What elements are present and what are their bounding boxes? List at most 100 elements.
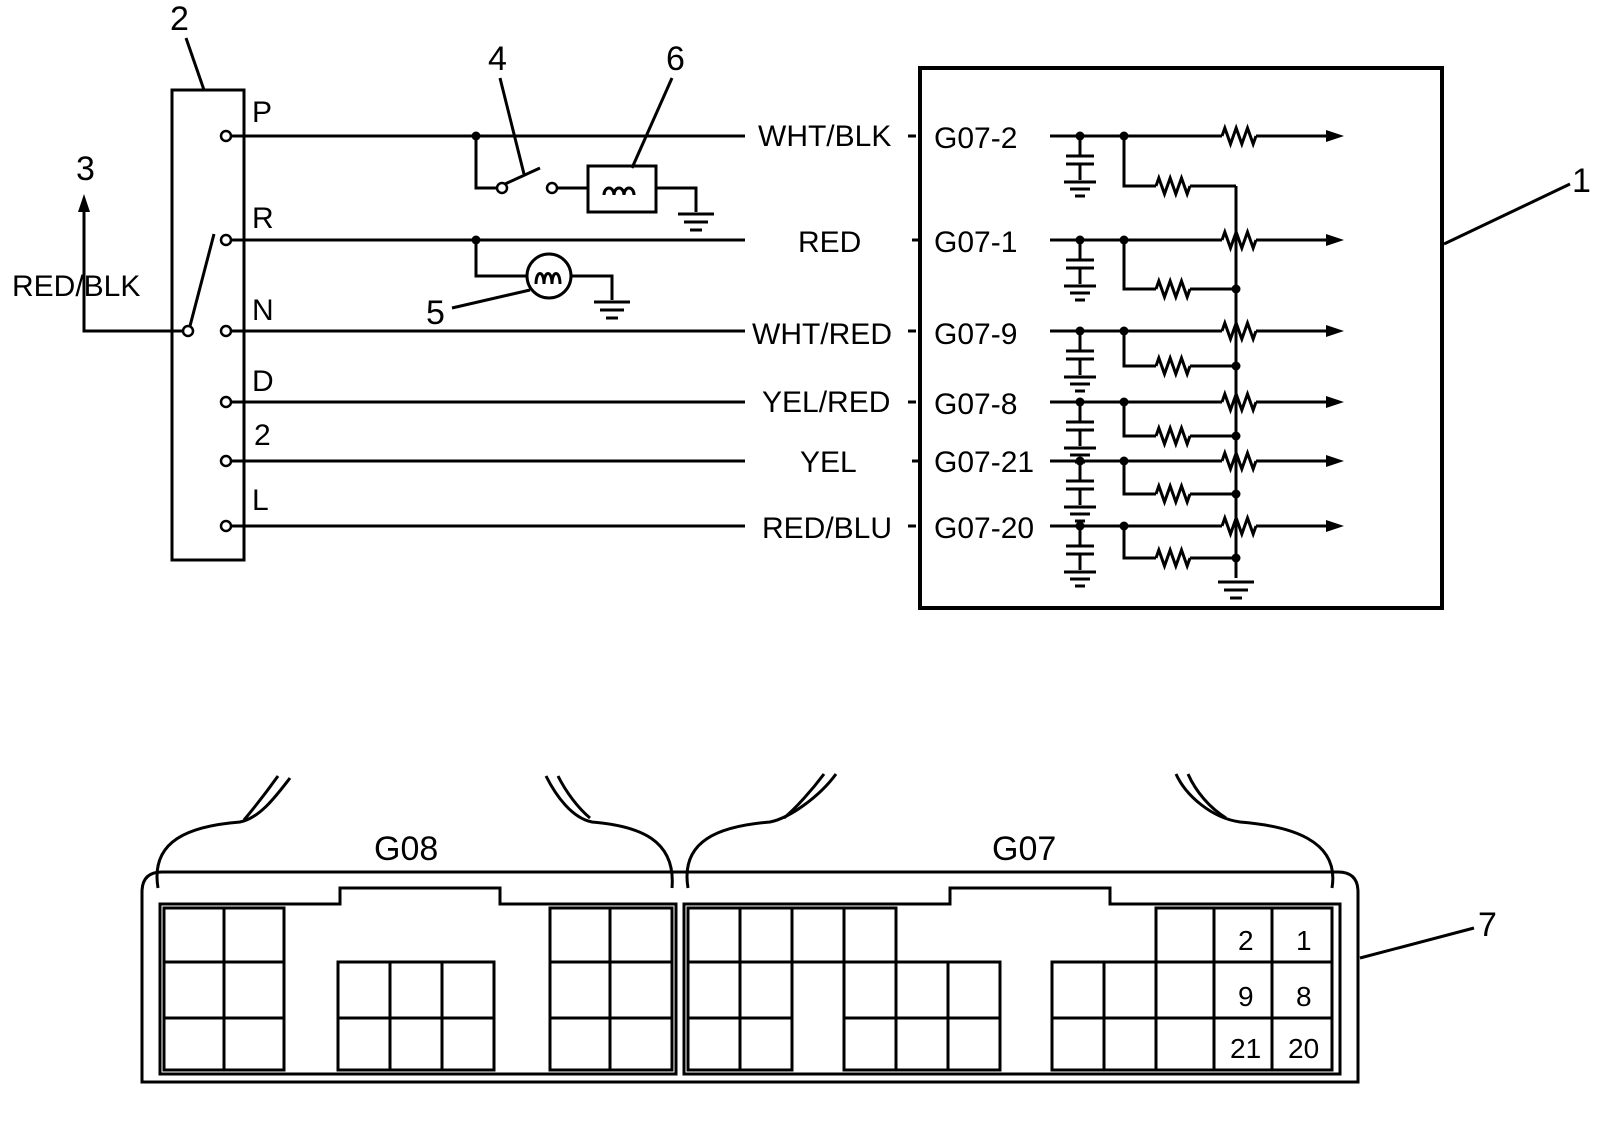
callout-6: 6 bbox=[666, 40, 685, 78]
resistor-icon bbox=[1220, 123, 1258, 149]
g08-brace-left-tick bbox=[242, 775, 280, 821]
pin-label-g07-1: G07-1 bbox=[934, 226, 1017, 259]
connector-cavity bbox=[162, 906, 226, 964]
callout-1: 1 bbox=[1572, 162, 1591, 200]
connector-cavity bbox=[162, 1016, 226, 1072]
wire-label-2: YEL bbox=[800, 446, 857, 479]
module-channel-0 bbox=[1050, 123, 1344, 199]
arrow-icon bbox=[1326, 130, 1344, 142]
connector-cavity bbox=[842, 906, 898, 964]
connector-shell bbox=[140, 870, 1360, 1084]
switch-wiper bbox=[188, 233, 216, 327]
connector-cavity bbox=[738, 960, 794, 1020]
module-channel-4 bbox=[1050, 448, 1344, 523]
resistor-icon bbox=[1154, 423, 1192, 449]
connector-cavity bbox=[894, 1016, 950, 1072]
callout-3: 3 bbox=[76, 150, 95, 188]
harness-wires: WHT/BLK RED WHT/RED YEL/RED YEL RED/BLU bbox=[231, 120, 918, 545]
resistor-icon bbox=[1154, 545, 1192, 571]
switch-contact-l bbox=[219, 519, 233, 533]
input-wire bbox=[82, 250, 183, 333]
callout-2-leader bbox=[184, 37, 206, 91]
g08-brace-right-tick bbox=[556, 775, 591, 820]
connector-cavity bbox=[946, 960, 1002, 1020]
wire-label-p: WHT/BLK bbox=[758, 120, 891, 153]
arrow-icon bbox=[1326, 325, 1344, 337]
callout-7: 7 bbox=[1478, 906, 1497, 944]
switch-contact-d bbox=[219, 395, 233, 409]
g08-brace-left bbox=[155, 777, 292, 889]
pulldown-lead bbox=[1122, 240, 1156, 291]
connector-cavity bbox=[1154, 960, 1216, 1020]
control-module: 1 G07-2 G07-1 G07-9 G07-8 G07-21 G07-20 bbox=[918, 66, 1591, 610]
arrow-icon bbox=[1326, 396, 1344, 408]
connector-cavity bbox=[790, 906, 846, 964]
connector-cavity bbox=[894, 960, 950, 1020]
connector-cavity bbox=[608, 906, 674, 964]
input-arrow-head bbox=[78, 194, 90, 212]
bus-node bbox=[1231, 284, 1241, 294]
callout-6-leader bbox=[630, 77, 674, 169]
pin-label-g07-8: G07-8 bbox=[934, 388, 1017, 421]
connector-cavity bbox=[222, 960, 286, 1020]
connector-cavity bbox=[686, 1016, 742, 1072]
g07-brace-right bbox=[1174, 773, 1335, 889]
connector-cavity bbox=[1154, 906, 1216, 964]
connector-cavity bbox=[440, 960, 496, 1020]
connector-cavity bbox=[548, 1016, 612, 1072]
connector-cavity bbox=[686, 960, 742, 1020]
connector-label-g08: G08 bbox=[374, 830, 438, 868]
position-label-l: L bbox=[252, 484, 269, 517]
position-label-2: 2 bbox=[254, 419, 271, 452]
resistor-icon bbox=[1220, 448, 1258, 474]
range-switch: P R N D 2 L 2 bbox=[170, 0, 274, 562]
switch-contact-n bbox=[219, 324, 233, 338]
g07-brace-left bbox=[685, 773, 838, 889]
arrow-icon bbox=[1326, 520, 1344, 532]
connector-cavity bbox=[388, 960, 444, 1020]
park-switch-solenoid: 4 6 bbox=[471, 40, 714, 232]
connector-cavity bbox=[548, 960, 612, 1020]
connector-cavity bbox=[222, 906, 286, 964]
lamp-bulb-icon bbox=[525, 252, 573, 300]
connector-cavity bbox=[336, 960, 392, 1020]
connector-pin-2: 2 bbox=[1238, 925, 1254, 956]
connector-cavity bbox=[1050, 960, 1106, 1020]
callout-5-leader bbox=[451, 288, 531, 310]
position-label-p: P bbox=[252, 96, 272, 129]
bus-node bbox=[1231, 553, 1241, 563]
reverse-lamp: 5 bbox=[426, 235, 630, 332]
connector-cavity bbox=[1270, 1016, 1334, 1072]
arrow-icon bbox=[1326, 234, 1344, 246]
wire-label-l: RED/BLU bbox=[762, 512, 892, 545]
ecm-connector: G08 G07 2 1 9 8 21 20 7 bbox=[140, 773, 1497, 1084]
resistor-icon bbox=[1154, 481, 1192, 507]
g08-brace-right bbox=[544, 775, 674, 889]
pulldown-lead bbox=[1122, 461, 1156, 496]
pulldown-lead bbox=[1122, 526, 1156, 560]
connector-pin-1: 1 bbox=[1296, 925, 1312, 956]
connector-cavity bbox=[440, 1016, 496, 1072]
connector-label-g07: G07 bbox=[992, 830, 1056, 868]
connector-cavity bbox=[608, 1016, 674, 1072]
connector-cavity bbox=[842, 960, 898, 1020]
connector-cavities bbox=[162, 906, 1334, 1072]
callout-4: 4 bbox=[488, 40, 507, 78]
connector-cavity bbox=[1154, 1016, 1216, 1072]
park-switch-feed bbox=[474, 136, 498, 190]
resistor-icon bbox=[1154, 173, 1192, 199]
module-input-channels bbox=[1050, 123, 1344, 588]
callout-5: 5 bbox=[426, 294, 445, 332]
bus-node bbox=[1231, 431, 1241, 441]
callout-4-leader bbox=[498, 77, 526, 175]
connector-cavity bbox=[1102, 960, 1158, 1020]
resistor-icon bbox=[1220, 318, 1258, 344]
park-switch-contact-b bbox=[545, 181, 559, 195]
switch-wiper-pivot bbox=[181, 324, 195, 338]
lamp-filament-icon bbox=[534, 272, 562, 285]
module-channel-1 bbox=[1050, 227, 1344, 302]
connector-cavity bbox=[738, 1016, 794, 1072]
callout-7-leader bbox=[1359, 926, 1475, 960]
switch-contact-p bbox=[219, 129, 233, 143]
